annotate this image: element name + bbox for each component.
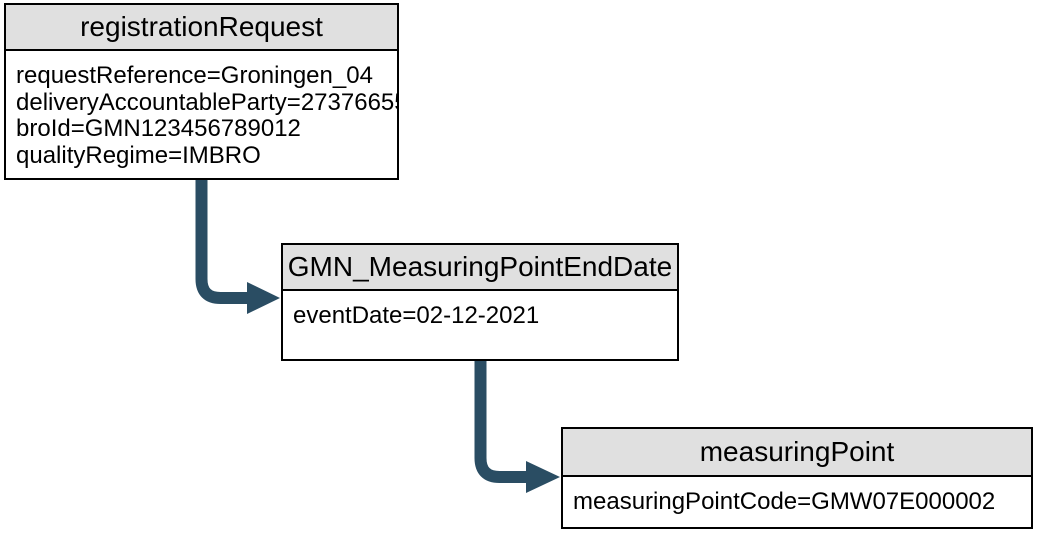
- node-attributes: measuringPointCode=GMW07E000002: [563, 477, 1031, 527]
- attribute-line: qualityRegime=IMBRO: [16, 141, 261, 169]
- node-measuring-point: measuringPoint measuringPointCode=GMW07E…: [561, 427, 1033, 529]
- edge-registrationRequest-to-measuringPointEndDate: [195, 179, 280, 314]
- attribute-line: broId=GMN123456789012: [16, 115, 301, 142]
- attribute-line: requestReference=Groningen_04: [16, 62, 373, 89]
- edge-measuringPointEndDate-to-measuringPoint: [474, 360, 560, 493]
- node-title: measuringPoint: [563, 429, 1031, 477]
- arrowhead-icon: [526, 461, 560, 493]
- node-measuring-point-end-date: GMN_MeasuringPointEndDate eventDate=02-1…: [281, 243, 679, 361]
- node-title: registrationRequest: [6, 5, 397, 51]
- node-attributes: requestReference=Groningen_04 deliveryAc…: [6, 51, 397, 169]
- edge-line: [195, 179, 247, 304]
- node-title: GMN_MeasuringPointEndDate: [283, 245, 677, 291]
- attribute-line: deliveryAccountableParty=27376655: [16, 88, 397, 116]
- node-attributes: eventDate=02-12-2021: [283, 291, 677, 330]
- arrowhead-icon: [247, 282, 280, 314]
- node-registration-request: registrationRequest requestReference=Gro…: [4, 3, 399, 180]
- attribute-line: measuringPointCode=GMW07E000002: [573, 487, 996, 515]
- edge-line: [474, 360, 526, 483]
- attribute-line: eventDate=02-12-2021: [293, 302, 540, 329]
